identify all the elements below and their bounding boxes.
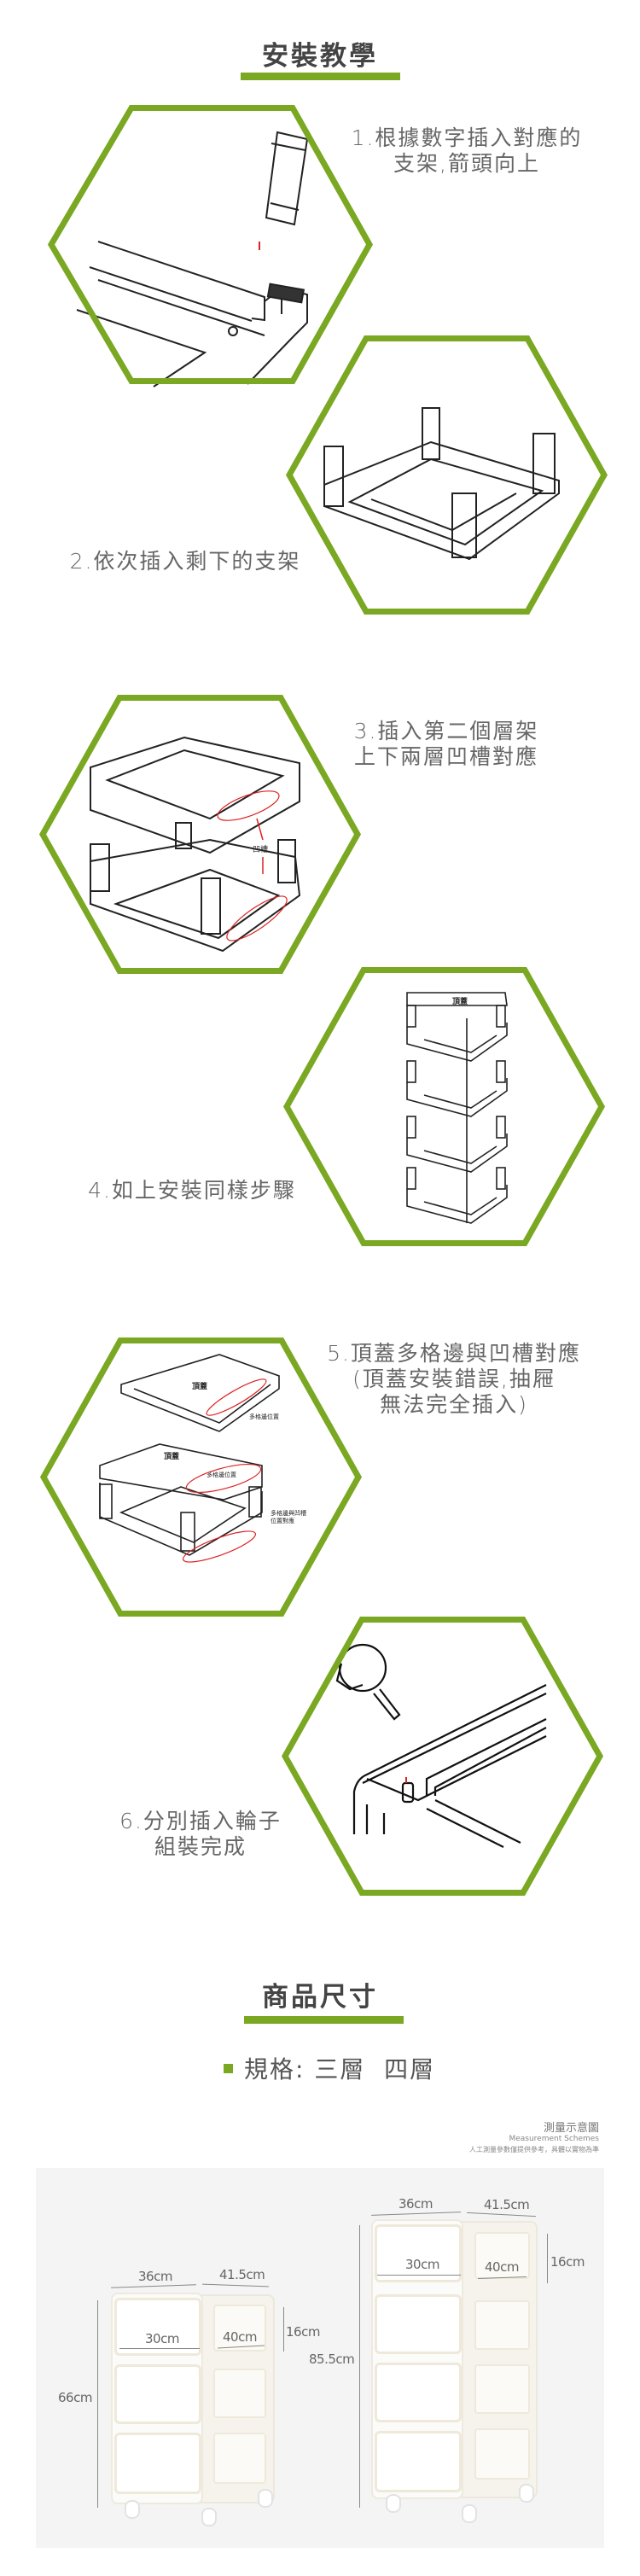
drawer: [114, 2364, 201, 2424]
step5-label-edge-1: 多格邊位置: [249, 1413, 279, 1420]
step2-text: 2.依次插入剩下的支架: [53, 549, 317, 574]
three-tier-depth: 41.5cm: [219, 2267, 265, 2282]
step3-line2: 上下兩層凹槽對應: [353, 744, 538, 769]
measure-note-subtitle: Measurement Schemes: [509, 2135, 599, 2143]
step6-illustration: [281, 1617, 604, 1896]
drawer: [375, 2431, 462, 2492]
step4-line1: 4.如上安裝同樣步驟: [88, 1178, 296, 1203]
drawer: [114, 2433, 201, 2494]
step5-label-top-cover-2: 頂蓋: [164, 1451, 179, 1461]
four-tier-drawer-depth: 40cm: [485, 2259, 519, 2275]
step1-text: 1.根據數字插入對應的 支架,箭頭向上: [335, 125, 599, 177]
three-tier-width: 36cm: [138, 2269, 172, 2284]
step6-line1: 6.分別插入輪子: [119, 1809, 282, 1833]
spec-row: 規格: 三層 四層: [224, 2051, 435, 2085]
four-tier-height: 85.5cm: [309, 2352, 355, 2367]
step5-illustration: 頂蓋 多格邊位置 頂蓋 多格邊位置 多格邊與凹槽 位置對應: [39, 1338, 363, 1617]
step5-line3: 無法完全插入): [380, 1392, 528, 1417]
step5-text: 5.頂蓋多格邊與凹槽對應 (頂蓋安裝錯誤,抽屜 無法完全插入): [309, 1341, 599, 1418]
step3-label-groove: 凹槽: [253, 844, 268, 854]
spec-text: 規格: 三層 四層: [244, 2055, 436, 2084]
size-title: 商品尺寸: [262, 1982, 378, 2013]
four-tier-depth: 41.5cm: [484, 2197, 530, 2212]
step5-label-edge-2: 多格邊位置: [207, 1471, 236, 1478]
measure-note-disclaimer: 人工測量參數僅提供參考，具體以實物為準: [469, 2146, 599, 2153]
three-tier-height: 66cm: [58, 2390, 92, 2405]
step4-illustration: 頂蓋: [282, 967, 606, 1246]
three-tier-drawer-depth: 40cm: [223, 2329, 257, 2345]
step5-line1: 5.頂蓋多格邊與凹槽對應: [327, 1341, 581, 1366]
step4-label-top-cover: 頂蓋: [452, 996, 468, 1006]
install-title: 安裝教學: [262, 41, 378, 72]
step3-line1: 3.插入第二個層架: [353, 719, 539, 743]
four-tier-width: 36cm: [399, 2196, 433, 2212]
step2-line1: 2.依次插入剩下的支架: [69, 549, 301, 574]
step6-line2: 組裝完成: [154, 1834, 247, 1859]
step1-line2: 支架,箭頭向上: [393, 151, 540, 176]
install-title-underline: [241, 73, 400, 80]
step4-text: 4.如上安裝同樣步驟: [68, 1178, 316, 1203]
three-tier-drawer-height: 16cm: [286, 2324, 320, 2340]
step1-line1: 1.根據數字插入對應的: [351, 125, 583, 150]
measure-note-title: 測量示意圖: [543, 2122, 599, 2135]
three-tier-drawer-width: 30cm: [145, 2331, 179, 2346]
step5-label-match-1: 多格邊與凹槽: [271, 1509, 306, 1517]
step6-text: 6.分別插入輪子 組裝完成: [102, 1809, 299, 1860]
drawer: [375, 2363, 462, 2422]
four-tier-drawer-height: 16cm: [550, 2254, 585, 2270]
drawer: [375, 2294, 462, 2354]
step3-illustration: 凹槽: [38, 695, 362, 974]
size-title-underline: [244, 2016, 404, 2024]
step1-illustration: [47, 105, 374, 388]
step5-line2: (頂蓋安裝錯誤,抽屜: [352, 1367, 556, 1391]
step5-label-top-cover-1: 頂蓋: [192, 1381, 207, 1391]
drawer: [375, 2224, 462, 2282]
step3-text: 3.插入第二個層架 上下兩層凹槽對應: [340, 719, 553, 770]
four-tier-drawer-width: 30cm: [405, 2257, 439, 2272]
step2-illustration: [285, 335, 608, 615]
drawer: [114, 2298, 201, 2356]
spec-bullet-icon: [224, 2063, 233, 2073]
step5-label-match-2: 位置對應: [271, 1517, 294, 1524]
